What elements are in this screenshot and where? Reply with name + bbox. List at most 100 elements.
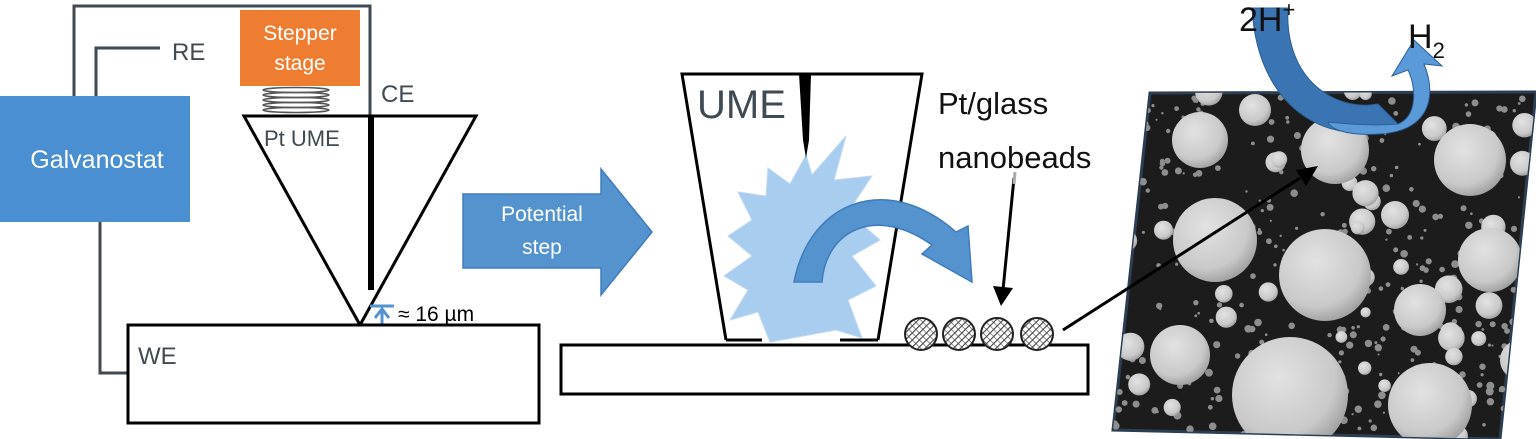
micrograph-particle [1388,363,1472,439]
micrograph-particle [1407,235,1413,240]
micrograph-particle [1364,339,1373,348]
micrograph-particle [1517,102,1521,105]
micrograph-particle [1525,330,1530,334]
substrate [559,343,1090,396]
micrograph-particle [1215,285,1233,303]
micrograph-particle [1394,165,1399,170]
micrograph-particle [1520,336,1527,342]
micrograph-particle [1491,344,1494,347]
micrograph-particle [1232,337,1348,439]
micrograph-particle [1517,278,1524,285]
micrograph-particle [1480,373,1484,377]
micrograph-particle [1268,119,1275,125]
micrograph-particle [1175,262,1179,266]
micrograph-particle [1349,331,1357,339]
ume-label: UME [697,83,786,127]
micrograph-particle [1156,302,1163,310]
micrograph-particle [1205,368,1213,377]
micrograph-particle [1359,92,1372,101]
micrograph-particle [1131,189,1134,192]
micrograph-particle [1250,273,1256,279]
micrograph-particle [1354,405,1363,413]
micrograph-particle [1285,115,1290,120]
micrograph-particle [1174,106,1179,111]
stepper-stage-label-line2: stage [274,52,325,75]
micrograph-particle [1195,99,1199,103]
micrograph-particle [1173,198,1257,282]
micrograph-particle [1465,221,1473,229]
micrograph-particle [1370,424,1378,432]
micrograph-particle [1208,422,1217,431]
micrograph-particle [1113,219,1120,237]
micrograph-particle [1338,360,1342,364]
micrograph-particle [1374,400,1382,409]
working-electrode [126,323,541,425]
micrograph-particle [1486,398,1495,406]
micrograph-particle [1213,341,1221,349]
micrograph-particle [1210,397,1215,401]
micrograph-particle [1432,213,1439,221]
micrograph-particle [1510,150,1535,176]
we-label: WE [138,343,177,370]
micrograph-particle [1439,266,1445,273]
zoom-pointer-line [1062,176,1301,332]
ume-tip-wire [799,74,811,158]
micrograph-particle [1341,222,1347,228]
micrograph-particle [1215,306,1237,328]
micrograph-particle [1126,119,1132,126]
micrograph-particle [1357,426,1362,431]
micrograph-particle [1279,234,1282,237]
curved-arrow-icon [793,199,973,284]
micrograph-particle [1360,307,1371,318]
micrograph-particle [1113,101,1120,108]
micrograph-particle [1172,112,1228,168]
micrograph-particle [1207,404,1213,410]
micrograph-particle [1335,331,1348,343]
micrograph-particle [1132,400,1140,408]
micrograph-particle [1496,105,1503,112]
gap-label: ≈ 16 µm [398,303,474,326]
micrograph-particle [1393,247,1399,253]
micrograph-particle [1418,142,1421,146]
micrograph-particle [1379,138,1385,143]
micrograph-particle [1191,95,1197,101]
beads-pointer-line [1001,177,1016,291]
micrograph-particle [1126,183,1133,190]
micrograph-particle [1358,361,1372,375]
micrograph-particle [1516,423,1520,426]
micrograph-particle [1260,209,1264,213]
micrograph-particle [1470,212,1473,215]
micrograph-particle [1486,381,1495,390]
micrograph-particle [1382,184,1391,192]
micrograph-particle [1397,372,1400,375]
micrograph-particle [1460,205,1467,212]
micrograph-particle [1113,175,1116,179]
micrograph-particle [1123,235,1127,239]
micrograph-particle [1410,345,1418,353]
potential-step-arrow: Potential step [462,166,653,298]
micrograph-particle [1270,151,1288,168]
proton-label: 2H+ [1239,0,1295,39]
micrograph-particle [1141,230,1145,234]
deposition-panel: UME Pt/glass nanobeads [559,72,1091,396]
micrograph-particle [1151,407,1159,414]
micrograph-particle [1257,230,1263,235]
micrograph-particle [1129,181,1135,187]
micrograph-particle [1155,118,1158,121]
micrograph-particle [1393,259,1409,275]
micrograph-particle [1266,203,1274,211]
micrograph-particle [1438,324,1465,352]
micrograph-particle [1121,400,1128,406]
micrograph-particle [1192,172,1198,177]
galvanostat-label: Galvanostat [30,146,163,174]
micrograph-particle [1115,406,1123,413]
ume-cone [241,114,479,329]
micrograph-particle [1451,260,1459,268]
micrograph-particle [1377,353,1380,356]
micrograph-particle [1113,378,1115,387]
galvanostat-box [0,96,190,222]
micrograph-particle [1213,386,1221,394]
micrograph-particle [1239,94,1271,126]
micrograph-particle [1530,160,1533,162]
micrograph-particle [1499,385,1506,393]
